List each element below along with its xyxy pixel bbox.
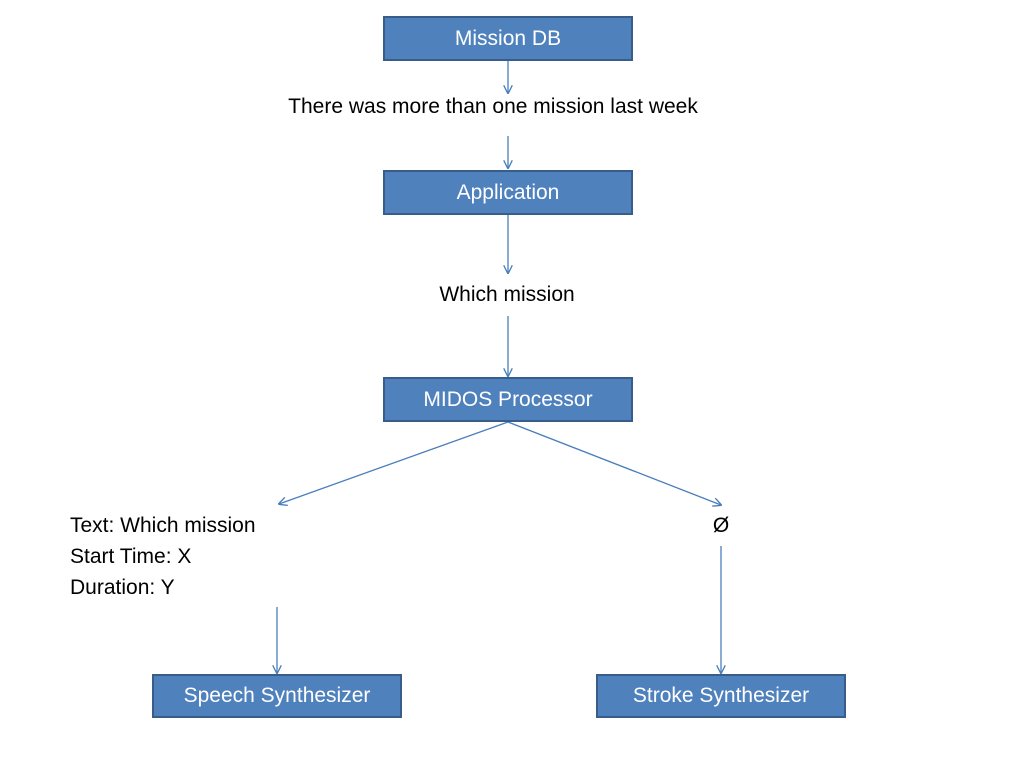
app-to-midos-label: Which mission (439, 283, 575, 306)
stroke-synthesizer-node: Stroke Synthesizer (596, 674, 846, 718)
speech-synthesizer-node: Speech Synthesizer (152, 674, 402, 718)
edge-midos-to-speech-branch (279, 421, 509, 504)
application-node: Application (383, 170, 633, 215)
edge-midos-to-stroke-branch (507, 421, 721, 505)
stroke-branch-label: Ø (712, 514, 730, 537)
db-to-app-label: There was more than one mission last wee… (288, 95, 698, 118)
mission-db-node: Mission DB (383, 16, 633, 61)
speech-branch-text: Text: Which mission (70, 514, 256, 537)
midos-processor-node: MIDOS Processor (383, 377, 633, 422)
speech-branch-start-time: Start Time: X (70, 545, 192, 568)
speech-branch-duration: Duration: Y (70, 576, 175, 599)
